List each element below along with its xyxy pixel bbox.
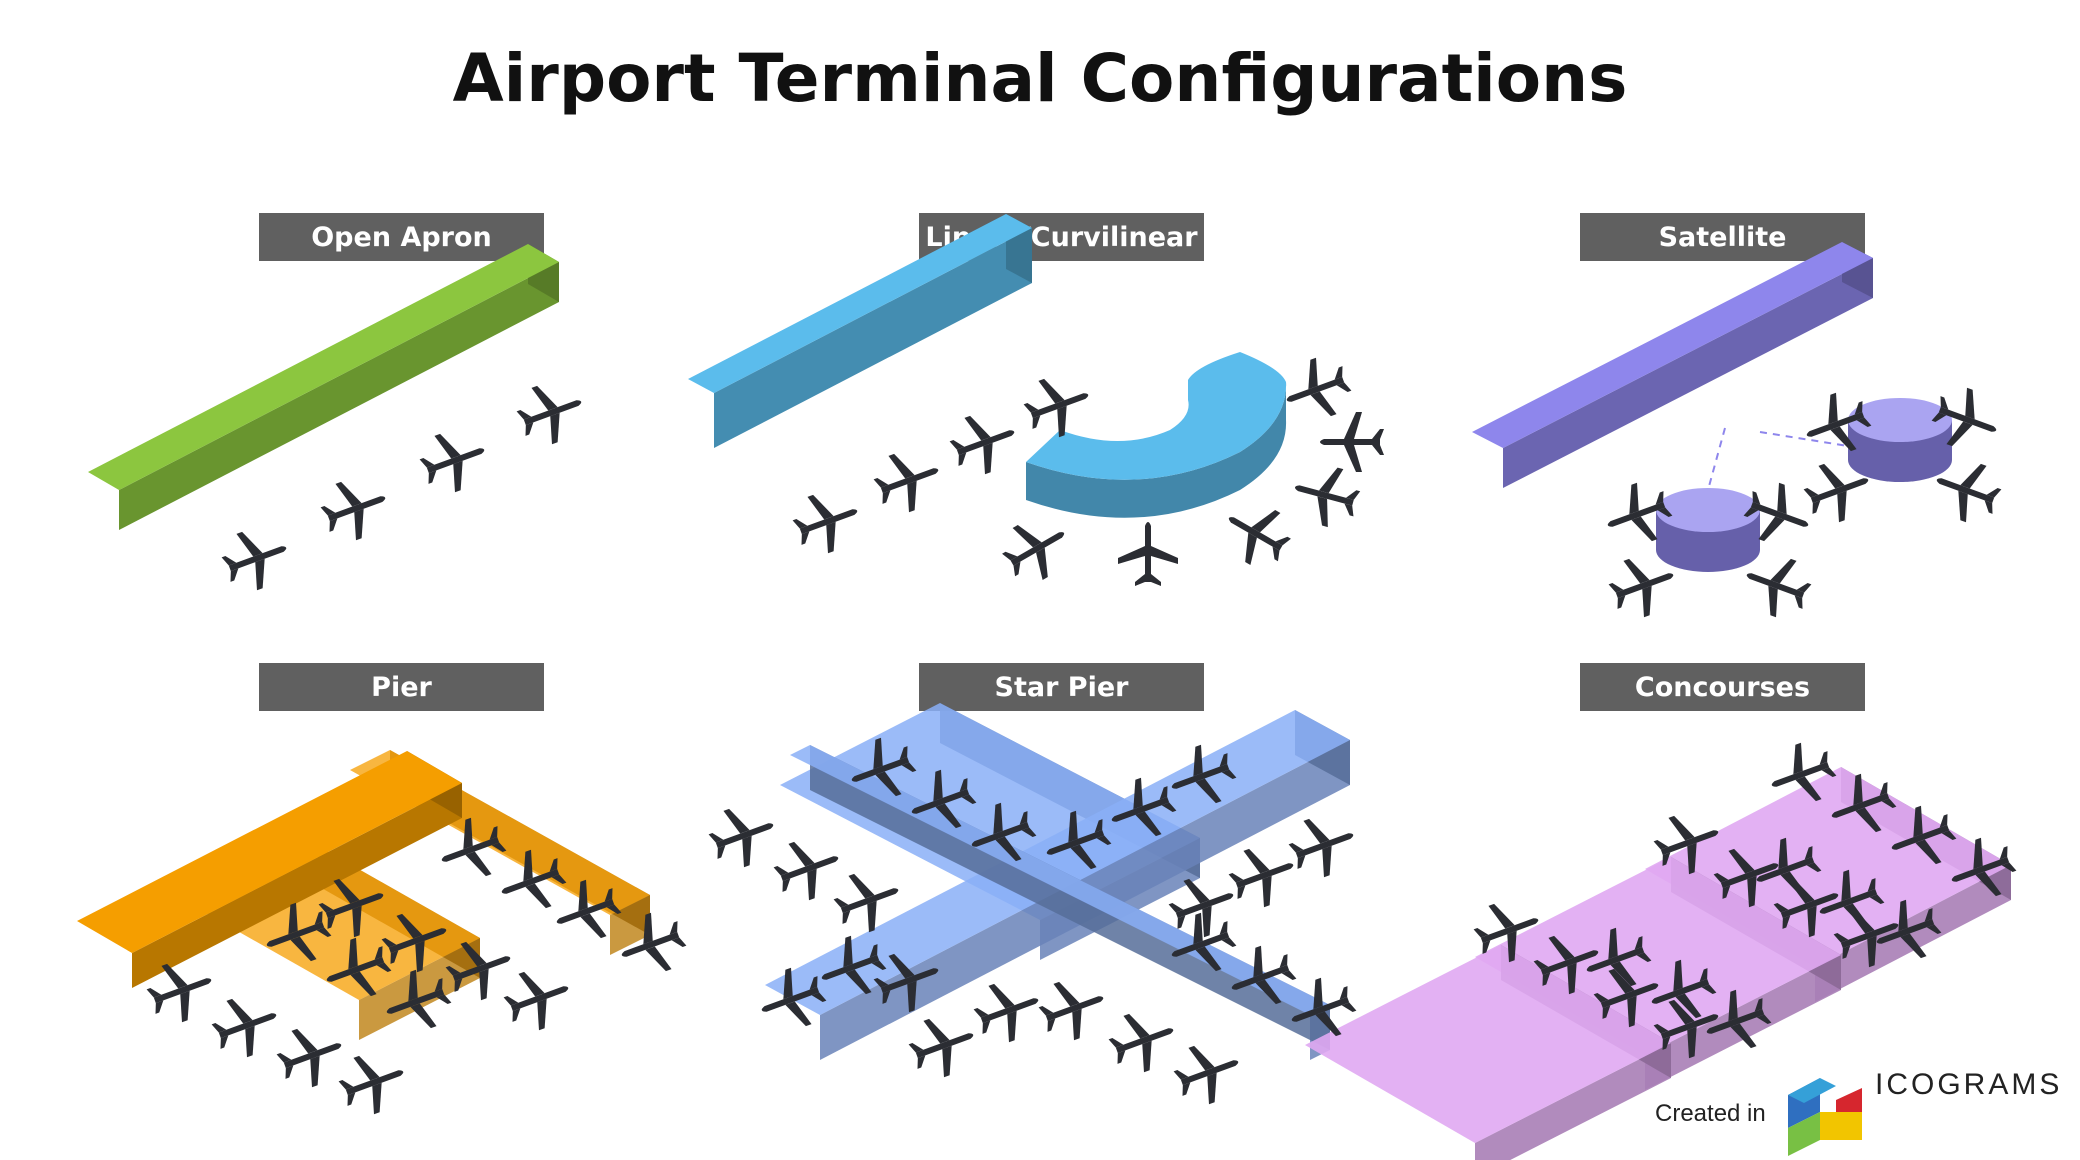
plane-curve-3 (1214, 492, 1300, 576)
plane-linear-3 (943, 403, 1025, 482)
label-open-apron: Open Apron (259, 213, 544, 261)
concourse-1-front (1475, 1043, 1671, 1160)
linear-terminal-front (714, 228, 1032, 448)
brand-name: ICOGRAMS (1875, 1068, 2063, 1101)
plane-star-6 (967, 971, 1049, 1050)
satellite-pod-1-top (1656, 488, 1760, 532)
plane-star-1 (702, 796, 784, 875)
plane-star-11 (1222, 836, 1304, 915)
plane-curve-6 (1276, 350, 1358, 429)
label-star-pier: Star Pier (919, 663, 1204, 711)
pier-main-terminal-top (77, 751, 462, 953)
plane-star-10 (1282, 806, 1364, 885)
pier-finger-1-front (359, 938, 480, 1040)
curvilinear-terminal-top (1026, 352, 1287, 480)
plane-pier-8 (497, 959, 579, 1038)
pier-main-terminal-front (132, 783, 462, 988)
plane-star-7 (1032, 969, 1114, 1048)
concourse-3-front (1815, 865, 2011, 1002)
open-apron-terminal-top (88, 244, 559, 490)
plane-star-8 (1102, 1001, 1184, 1080)
plane-curve-2 (1118, 522, 1178, 586)
plane-linear-2 (867, 441, 949, 520)
plane-open-apron-4 (510, 373, 592, 452)
plane-star-2 (767, 829, 849, 908)
open-apron-terminal-front (119, 262, 559, 530)
plane-curve-5 (1320, 412, 1384, 472)
plane-open-apron-3 (413, 421, 495, 500)
satellite-connector-1 (1707, 427, 1726, 491)
label-concourses: Concourses (1580, 663, 1865, 711)
label-satellite: Satellite (1580, 213, 1865, 261)
icograms-logo (1788, 1078, 1862, 1156)
satellite-pod-2-top (1848, 398, 1952, 442)
satellite-terminal-front (1503, 258, 1873, 488)
satellite-terminal-top (1472, 242, 1873, 448)
plane-linear-1 (786, 482, 868, 561)
linear-terminal-top (688, 214, 1032, 393)
plane-star-5 (902, 1006, 984, 1085)
plane-pier-3 (270, 1016, 352, 1095)
plane-pier-4 (332, 1043, 414, 1122)
page-title: Airport Terminal Configurations (452, 40, 1628, 117)
concourse-1-top (1305, 945, 1671, 1143)
plane-star-9 (1167, 1033, 1249, 1112)
plane-curve-1 (993, 507, 1079, 591)
curvilinear-terminal-wall (1026, 382, 1287, 518)
plane-curve-4 (1287, 458, 1365, 533)
satellite-connector-2 (1759, 431, 1849, 447)
plane-open-apron-1 (215, 519, 297, 598)
created-in-text: Created in (1655, 1100, 1766, 1127)
plane-pier-2 (205, 986, 287, 1065)
plane-open-apron-2 (314, 469, 396, 548)
label-pier: Pier (259, 663, 544, 711)
